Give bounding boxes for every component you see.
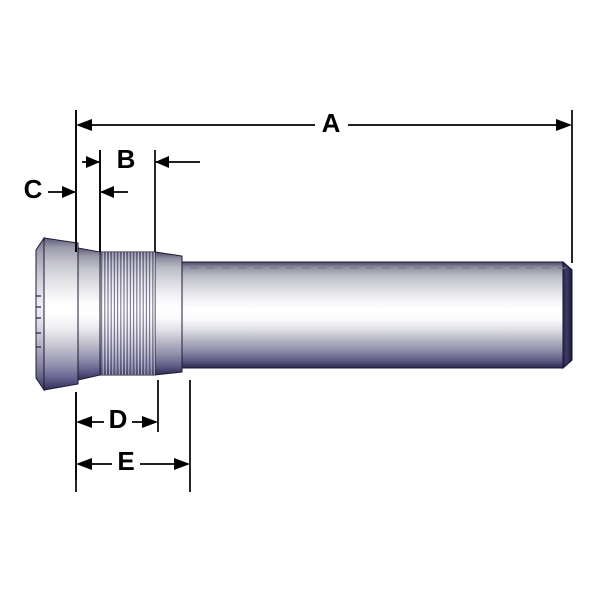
dimension-b-arrow-left	[86, 156, 100, 168]
dimension-c-arrow-right-pointing	[62, 186, 76, 198]
dimension-e-arrow-left	[76, 458, 92, 470]
wheel-stud-part	[35, 236, 573, 392]
shoulder-collar	[77, 247, 101, 381]
dimension-d-arrow-left	[76, 416, 92, 428]
dimension-c: C	[24, 110, 128, 252]
dimension-c-label: C	[24, 174, 43, 204]
transition-shoulder	[154, 251, 183, 376]
dimension-e: E	[75, 380, 191, 492]
dimension-a-label: A	[322, 108, 341, 138]
dimension-a-arrow-right	[556, 119, 572, 131]
cylindrical-shank	[177, 261, 573, 369]
dimension-d-arrow-right	[142, 416, 158, 428]
flange-head-front-face	[35, 236, 45, 392]
dimension-e-arrow-right	[174, 458, 190, 470]
head-edge-ticks	[36, 295, 41, 348]
dimension-d-label: D	[109, 404, 128, 434]
dimension-b-arrow-right	[155, 156, 169, 168]
dimension-a-arrow-left	[76, 119, 92, 131]
shank-end-chamfer	[562, 260, 573, 370]
dimension-e-label: E	[117, 446, 134, 476]
dimension-c-arrow-left-pointing	[100, 186, 114, 198]
flange-head-body	[43, 237, 79, 391]
dimension-b-label: B	[117, 144, 136, 174]
knurl-ridges	[101, 252, 155, 375]
dimension-d: D	[75, 380, 159, 480]
